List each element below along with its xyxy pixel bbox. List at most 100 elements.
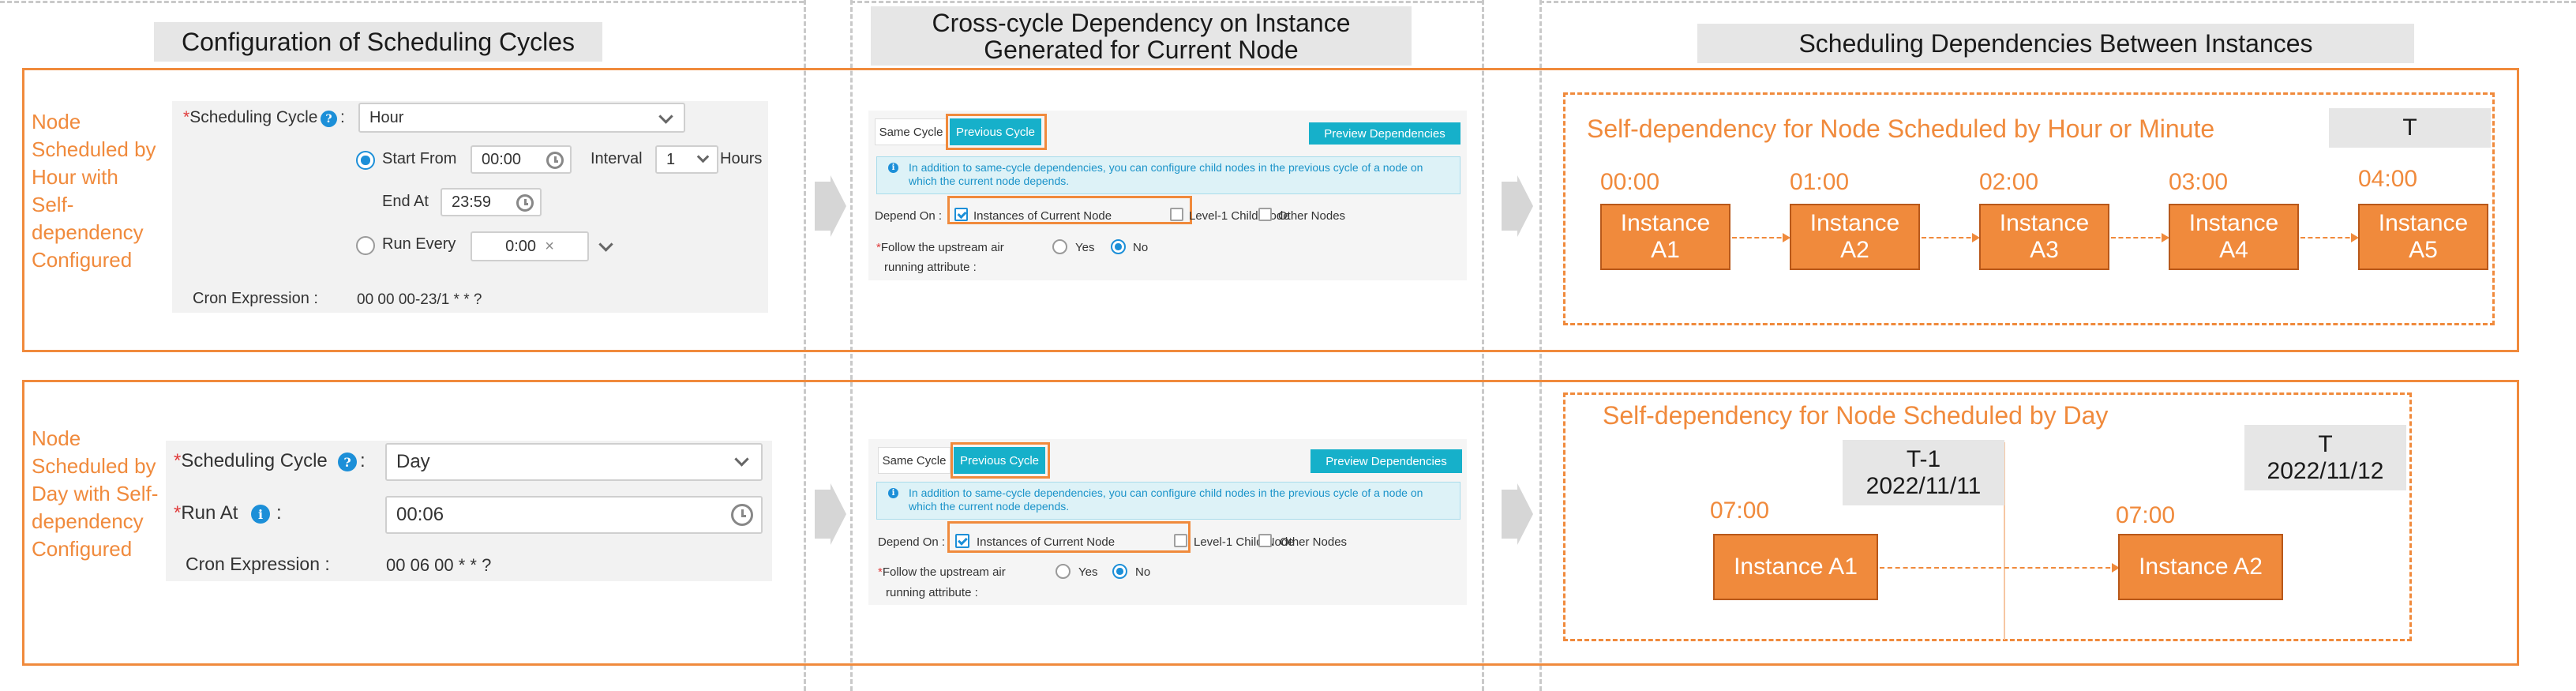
other-nodes-label: Other Nodes xyxy=(1278,209,1346,223)
run-every-radio[interactable] xyxy=(356,236,375,255)
cron-value: 00 06 00 * * ? xyxy=(386,555,492,575)
instance-node[interactable]: Instance A2 xyxy=(2118,534,2283,600)
chevron-down-icon xyxy=(734,452,749,467)
no-label: No xyxy=(1133,241,1149,254)
scheduling-cycle-select[interactable]: Hour xyxy=(358,103,685,133)
yes-label: Yes xyxy=(1075,241,1095,254)
other-nodes-checkbox[interactable] xyxy=(1258,208,1272,221)
flow-arrow-icon xyxy=(815,483,846,545)
scheduling-cycle-label: *Scheduling Cycle xyxy=(174,450,328,471)
info-icon: i xyxy=(888,163,898,173)
tab-previous-cycle[interactable]: Previous Cycle xyxy=(950,118,1041,145)
end-at-input[interactable]: 23:59 xyxy=(441,188,542,216)
clear-icon[interactable]: × xyxy=(545,237,554,255)
flow-arrow-icon xyxy=(815,175,846,237)
highlight-box xyxy=(947,521,1191,553)
tab-same-cycle[interactable]: Same Cycle xyxy=(878,447,951,474)
instance-time: 01:00 xyxy=(1790,169,1850,195)
row2-schedule-box xyxy=(1563,392,2412,641)
other-nodes-checkbox[interactable] xyxy=(1258,534,1272,547)
period-t-label: T xyxy=(2329,108,2491,148)
end-at-label: End At xyxy=(382,193,429,210)
yes-radio[interactable] xyxy=(1052,239,1067,254)
instances-current-checkbox[interactable] xyxy=(954,208,968,221)
info-notice: i In addition to same-cycle dependencies… xyxy=(876,156,1460,194)
clock-icon xyxy=(516,194,534,212)
interval-select[interactable]: 1 xyxy=(655,145,718,174)
cron-label: Cron Expression : xyxy=(186,554,330,574)
cron-label: Cron Expression : xyxy=(193,290,318,307)
column-divider xyxy=(1539,1,2576,3)
instance-time: 04:00 xyxy=(2358,166,2418,192)
info-icon[interactable]: i xyxy=(251,505,270,524)
instances-current-checkbox[interactable] xyxy=(955,534,969,548)
row2-label: Node Scheduled by Day with Self-dependen… xyxy=(32,426,159,561)
run-every-select[interactable]: 0:00 × xyxy=(471,231,613,261)
cron-value: 00 00 00-23/1 * * ? xyxy=(357,291,482,308)
highlight-box xyxy=(951,442,1050,479)
instance-node[interactable]: Instance A1 xyxy=(1713,534,1878,600)
follow-label-2: running attribute : xyxy=(886,586,978,599)
scheduling-cycle-label: *Scheduling Cycle xyxy=(183,108,318,126)
info-notice: i In addition to same-cycle dependencies… xyxy=(876,482,1460,520)
follow-label-2: running attribute : xyxy=(884,261,977,274)
row-daily xyxy=(22,380,2519,666)
no-label: No xyxy=(1135,565,1151,579)
dependency-arrow xyxy=(2300,233,2359,242)
run-every-label: Run Every xyxy=(382,235,456,253)
header-cross-cycle: Cross-cycle Dependency on Instance Gener… xyxy=(871,6,1412,66)
interval-unit: Hours xyxy=(720,150,763,167)
yes-label: Yes xyxy=(1078,565,1098,579)
start-from-input[interactable]: 00:00 xyxy=(471,145,572,174)
row2-config-panel: *Scheduling Cycle ? : Day *Run At i : 00… xyxy=(166,441,772,581)
row1-label: Node Scheduled by Hour with Self-depende… xyxy=(32,110,156,272)
column-divider xyxy=(1539,0,1542,691)
row-hourly xyxy=(22,68,2519,352)
level1-child-label: Level-1 Child Node xyxy=(1189,209,1290,223)
instances-current-label: Instances of Current Node xyxy=(973,209,1112,223)
chevron-down-icon xyxy=(598,237,613,252)
tab-same-cycle[interactable]: Same Cycle xyxy=(875,118,947,145)
info-icon[interactable]: ? xyxy=(338,453,357,471)
column-divider xyxy=(1482,0,1484,691)
run-at-input[interactable]: 00:06 xyxy=(385,496,763,534)
follow-label: *Follow the upstream air xyxy=(876,241,1004,254)
column-divider xyxy=(850,0,853,691)
dependency-arrow xyxy=(1880,563,2120,573)
scheduling-cycle-select[interactable]: Day xyxy=(385,443,763,481)
highlight-box xyxy=(947,196,1192,224)
header-config: Configuration of Scheduling Cycles xyxy=(154,22,602,62)
preview-dependencies-button[interactable]: Preview Dependencies xyxy=(1310,449,1462,473)
start-from-label: Start From xyxy=(382,150,457,167)
run-at-label: *Run At xyxy=(174,502,238,524)
preview-dependencies-button[interactable]: Preview Dependencies xyxy=(1309,122,1460,145)
level1-child-checkbox[interactable] xyxy=(1170,208,1183,221)
highlight-box xyxy=(946,114,1047,150)
chevron-down-icon xyxy=(696,150,710,163)
info-icon[interactable]: ? xyxy=(321,111,337,127)
other-nodes-label: Other Nodes xyxy=(1280,535,1348,549)
yes-radio[interactable] xyxy=(1056,564,1071,579)
no-radio[interactable] xyxy=(1112,564,1127,579)
no-radio[interactable] xyxy=(1111,239,1126,254)
tab-previous-cycle[interactable]: Previous Cycle xyxy=(954,447,1045,474)
instance-time: 00:00 xyxy=(1600,169,1660,195)
row1-schedule-box xyxy=(1563,92,2495,325)
header-instances: Scheduling Dependencies Between Instance… xyxy=(1697,24,2414,63)
flow-arrow-icon xyxy=(1502,175,1533,237)
level1-child-checkbox[interactable] xyxy=(1174,534,1187,547)
row1-dependency-panel: Same Cycle Previous Cycle Preview Depend… xyxy=(868,111,1467,280)
clock-icon xyxy=(546,152,564,169)
start-from-radio[interactable] xyxy=(356,151,375,170)
instances-current-label: Instances of Current Node xyxy=(977,535,1116,549)
clock-icon xyxy=(731,504,753,526)
row1-schedule-title: Self-dependency for Node Scheduled by Ho… xyxy=(1587,115,2215,143)
column-divider xyxy=(850,1,1482,3)
